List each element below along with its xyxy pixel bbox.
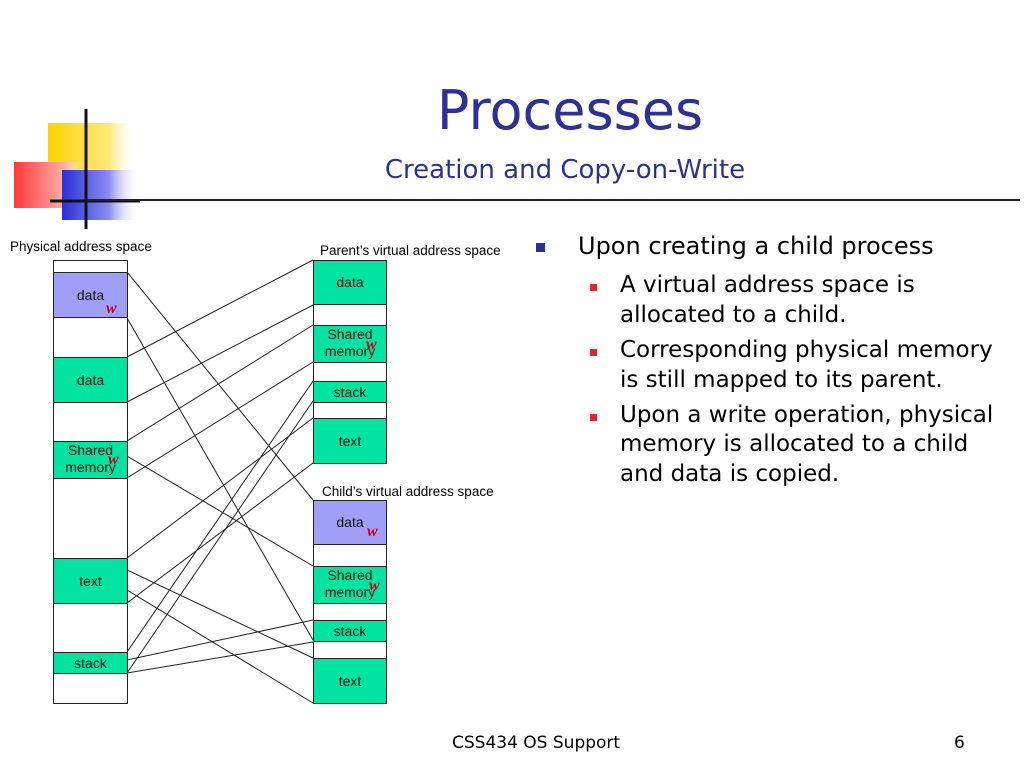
write-mark: w bbox=[106, 300, 117, 317]
bullet-list: Upon creating a child process A virtual … bbox=[536, 232, 1008, 489]
physical-shared-memory-block: Shared memory bbox=[53, 441, 128, 479]
slide-subtitle: Creation and Copy-on-Write bbox=[384, 155, 746, 185]
decorative-logo bbox=[14, 109, 140, 229]
square-bullet-icon bbox=[590, 349, 597, 357]
child-text-block: text bbox=[313, 658, 387, 704]
write-mark: w bbox=[108, 451, 119, 468]
child-space-label: Child’s virtual address space bbox=[322, 484, 494, 499]
child-stack-block: stack bbox=[313, 620, 387, 642]
title-divider bbox=[86, 199, 1020, 201]
parent-stack-block: stack bbox=[313, 381, 387, 403]
write-mark: w bbox=[369, 577, 380, 594]
footer-course: CSS434 OS Support bbox=[452, 733, 621, 753]
bullet-main: Upon creating a child process bbox=[536, 232, 1008, 261]
physical-data-block-1: data bbox=[53, 272, 128, 318]
bullet-sub-1: A virtual address space is allocated to … bbox=[568, 271, 1008, 330]
parent-text-block: text bbox=[313, 418, 387, 464]
child-data-block: data bbox=[313, 500, 387, 545]
page-number: 6 bbox=[954, 733, 965, 753]
physical-stack-block: stack bbox=[53, 652, 128, 674]
square-bullet-icon bbox=[590, 414, 597, 422]
square-bullet-icon bbox=[590, 284, 597, 292]
child-shared-memory-block: Shared memory bbox=[313, 566, 387, 604]
parent-data-block: data bbox=[313, 260, 387, 305]
bullet-sub-2: Corresponding physical memory is still m… bbox=[568, 336, 1008, 395]
physical-address-column bbox=[53, 260, 128, 704]
parent-space-label: Parent’s virtual address space bbox=[320, 243, 501, 258]
write-mark: w bbox=[366, 336, 377, 353]
physical-space-label: Physical address space bbox=[10, 239, 152, 254]
slide-title: Processes bbox=[436, 79, 704, 142]
physical-data-block-2: data bbox=[53, 357, 128, 403]
write-mark: w bbox=[367, 523, 378, 540]
square-bullet-icon bbox=[536, 243, 545, 252]
physical-text-block: text bbox=[53, 558, 128, 604]
parent-shared-memory-block: Shared memory bbox=[313, 325, 387, 363]
bullet-sub-3: Upon a write operation, physical memory … bbox=[568, 401, 1008, 489]
